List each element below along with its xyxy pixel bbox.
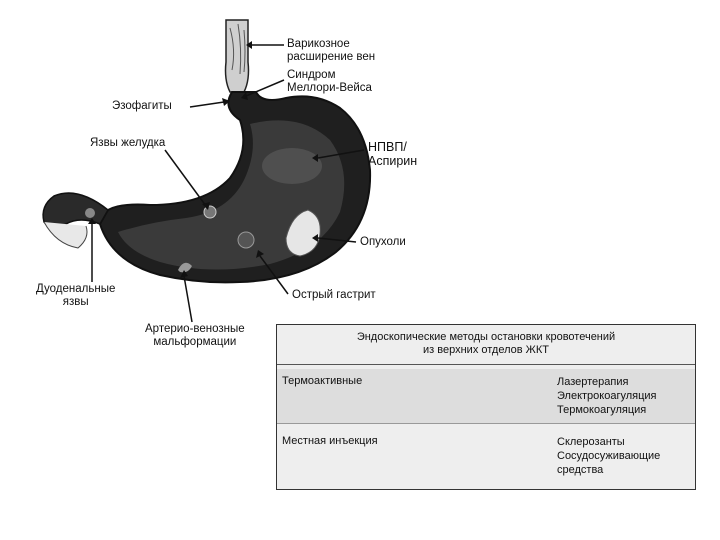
table-row: Местная инъекция Склерозанты Сосудосужив… [277, 429, 695, 489]
label-tumors: Опухоли [360, 236, 406, 249]
row-methods: Лазертерапия Электрокоагуляция Термокоаг… [557, 375, 657, 417]
label-acute-gastritis: Острый гастрит [292, 289, 376, 302]
table-row: Термоактивные Лазертерапия Электрокоагул… [277, 369, 695, 424]
duodenum [43, 193, 108, 227]
row-category: Термоактивные [282, 375, 362, 388]
row-methods: Склерозанты Сосудосуживающие средства [557, 435, 660, 477]
row-category: Местная инъекция [282, 435, 378, 448]
label-nsaid: НПВП/Аспирин [368, 140, 417, 168]
table-title: Эндоскопические методы остановки кровоте… [277, 325, 695, 365]
label-esophagitis: Эзофагиты [112, 100, 172, 113]
label-gastric-ulcers: Язвы желудка [90, 137, 165, 150]
endoscopic-methods-table: Эндоскопические методы остановки кровоте… [276, 324, 696, 490]
